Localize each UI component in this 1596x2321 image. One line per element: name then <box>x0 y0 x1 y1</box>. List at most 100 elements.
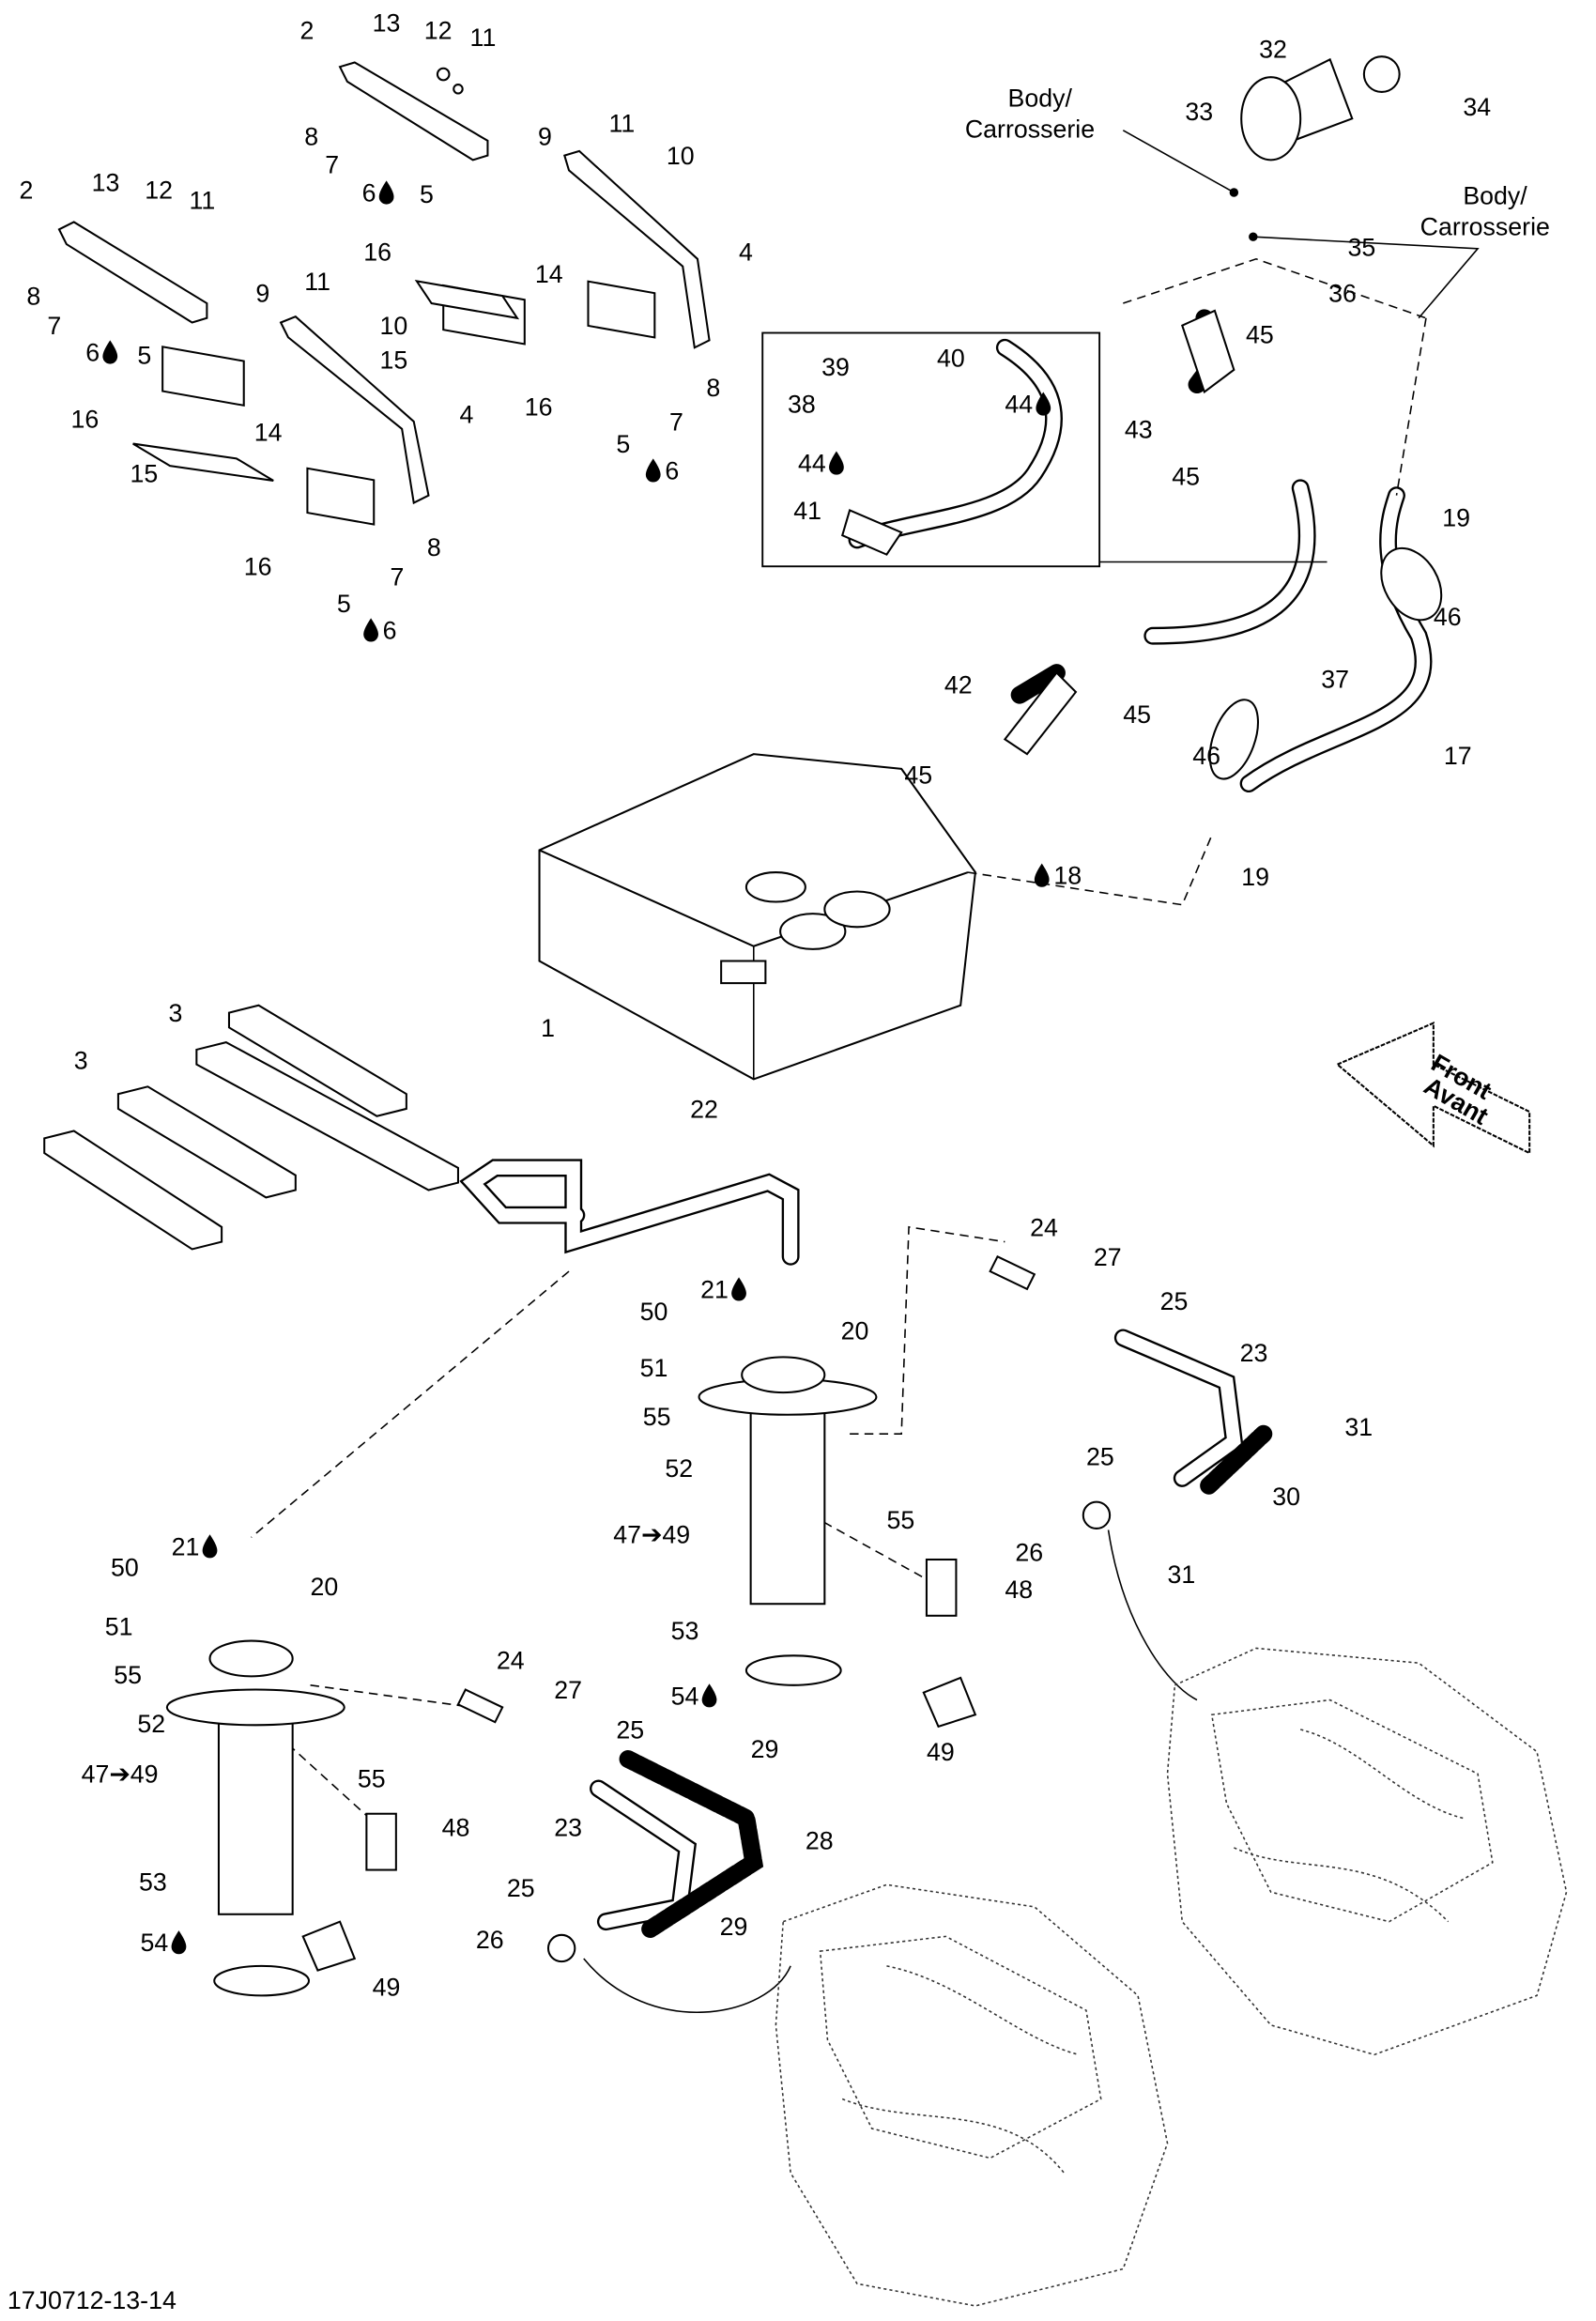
callout-label: 29 <box>751 1735 779 1763</box>
callout-label: 52 <box>137 1710 165 1738</box>
callout-label: 5 <box>420 180 434 208</box>
body-label-1-line1: Body/ <box>1008 85 1073 113</box>
callout-label: 2 <box>19 176 33 204</box>
engine-outlines <box>775 1647 1568 2307</box>
foam-pads <box>43 1004 459 1251</box>
callout-label: 32 <box>1259 36 1287 64</box>
callout-label: 40 <box>937 345 965 373</box>
callout-label: 15 <box>130 459 159 487</box>
oil-drop-icon <box>171 1930 187 1955</box>
oil-drop-icon <box>202 1534 218 1559</box>
callout-label: 8 <box>706 374 720 402</box>
callout-label: 23 <box>554 1813 582 1841</box>
callout-label: 55 <box>114 1661 142 1689</box>
callout-label: 21 <box>700 1275 729 1303</box>
callout-label: 19 <box>1442 504 1470 532</box>
oil-drop-icon <box>829 451 844 475</box>
callout-label: 26 <box>1015 1539 1043 1567</box>
callout-label: 6 <box>85 338 100 366</box>
callout-label: 38 <box>788 391 816 419</box>
callout-label: 48 <box>442 1813 470 1841</box>
body-label-2-line2: Carrosserie <box>1420 213 1550 241</box>
callout-label: 30 <box>1272 1483 1300 1511</box>
callout-label: 51 <box>640 1354 668 1382</box>
callout-label: 4 <box>460 401 474 429</box>
callout-label: 20 <box>841 1316 869 1345</box>
callout-label: 31 <box>1168 1560 1196 1589</box>
callout-label: 27 <box>1094 1243 1122 1271</box>
callout-label: 16 <box>244 553 272 581</box>
callout-label: 25 <box>1160 1287 1189 1315</box>
oil-drop-icon <box>1036 392 1051 416</box>
callout-label: 51 <box>105 1612 133 1640</box>
callout-label: 11 <box>189 186 215 214</box>
callout-label: 45 <box>1246 321 1274 349</box>
callout-label: 53 <box>139 1868 167 1897</box>
callout-label: 53 <box>671 1617 699 1645</box>
callout-label: 43 <box>1125 415 1153 443</box>
callout-label: 42 <box>944 671 973 699</box>
callout-label: 50 <box>640 1298 668 1326</box>
upper-bracket-assembly <box>338 61 711 349</box>
callout-label: 7 <box>669 407 683 436</box>
callout-label: 25 <box>1086 1442 1114 1470</box>
callout-label: 12 <box>424 16 453 44</box>
callout-label: 16 <box>71 405 100 433</box>
oil-drop-icon <box>1034 863 1050 887</box>
callout-label: 39 <box>821 353 850 381</box>
callout-label: 23 <box>1240 1339 1268 1367</box>
callout-label: 54 <box>671 1682 699 1710</box>
fuel-lines-and-pumps <box>165 1159 1273 2013</box>
filler-hoses <box>967 55 1480 906</box>
callout-label: 8 <box>304 123 318 151</box>
callout-label: 45 <box>1172 463 1200 491</box>
callout-label: 8 <box>427 533 441 561</box>
callout-label: 45 <box>1123 700 1151 729</box>
callout-label: 24 <box>1030 1213 1058 1241</box>
body-label-1-line2: Carrosserie <box>965 115 1095 144</box>
callout-label: 9 <box>538 123 552 151</box>
oil-drop-icon <box>378 180 394 205</box>
callout-label: 17 <box>1444 742 1472 770</box>
callout-label: 20 <box>311 1573 339 1601</box>
callout-label: 24 <box>497 1646 525 1674</box>
callout-label: 45 <box>904 761 932 790</box>
callout-label: 54 <box>141 1929 169 1957</box>
callout-label: 3 <box>74 1046 88 1074</box>
callout-label: 1 <box>541 1014 555 1042</box>
callout-label: 34 <box>1463 93 1491 121</box>
callout-label: 5 <box>137 342 151 370</box>
callout-label: 55 <box>358 1764 386 1792</box>
callout-label: 3 <box>168 999 182 1027</box>
callout-label: 26 <box>476 1926 504 1954</box>
callout-label: 35 <box>1348 234 1376 262</box>
callout-label: 18 <box>1053 862 1082 890</box>
callout-label: 19 <box>1241 863 1269 891</box>
callout-label: 8 <box>26 283 40 311</box>
callout-label: 33 <box>1185 98 1213 126</box>
callout-label: 44 <box>798 449 826 477</box>
callout-label: 2 <box>300 16 315 44</box>
callout-label: 37 <box>1321 665 1349 693</box>
callout-label: 5 <box>616 430 630 458</box>
body-label-2-line1: Body/ <box>1463 182 1527 210</box>
callout-label: 31 <box>1344 1413 1373 1441</box>
callout-label: 16 <box>525 393 553 422</box>
callout-label: 13 <box>373 8 401 37</box>
callout-label: 21 <box>172 1532 200 1560</box>
callout-label: 22 <box>690 1095 718 1123</box>
callout-label: 14 <box>254 418 283 446</box>
callout-label: 48 <box>1005 1576 1033 1604</box>
callout-label: 16 <box>363 238 391 266</box>
oil-drop-icon <box>102 340 118 364</box>
callout-label: 10 <box>667 142 695 170</box>
callout-label: 15 <box>380 346 408 374</box>
callout-label: 55 <box>886 1506 914 1534</box>
callout-label: 6 <box>362 178 376 207</box>
callout-label: 41 <box>793 497 821 525</box>
callout-label: 10 <box>380 312 408 340</box>
callout-label: 5 <box>337 590 351 618</box>
callout-label: 47➔49 <box>613 1521 690 1549</box>
oil-drop-icon <box>645 458 661 483</box>
